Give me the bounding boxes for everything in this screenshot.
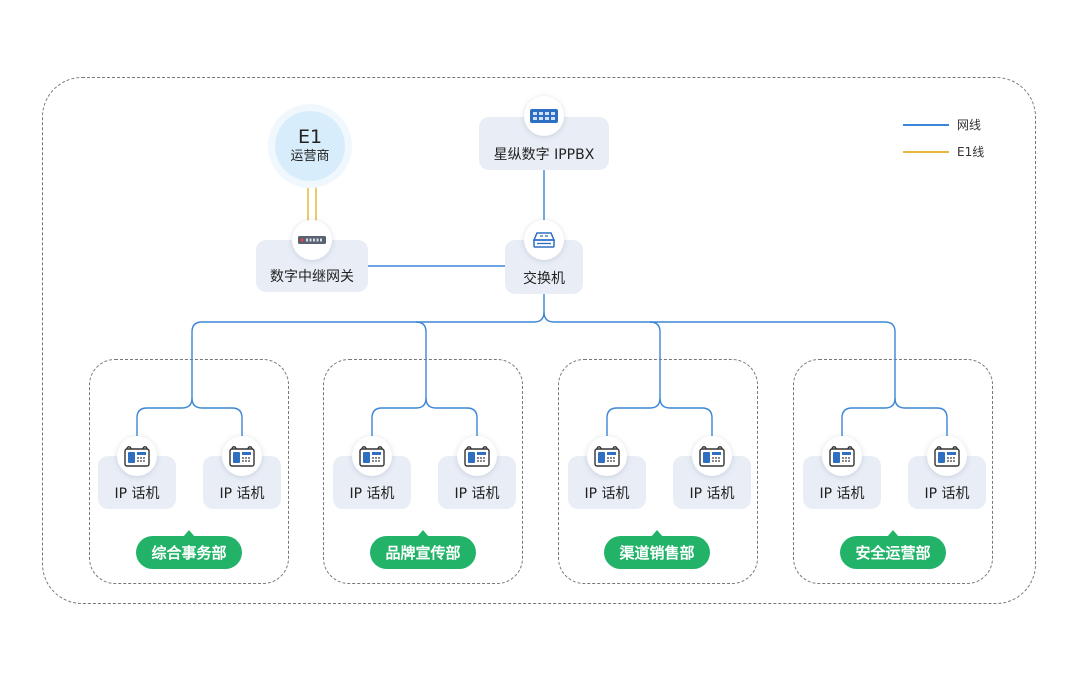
legend-e1: E1线 <box>903 143 984 160</box>
network-diagram-frame <box>42 77 1036 604</box>
gateway-label: 数字中继网关 <box>270 269 354 285</box>
ip-phone-label: IP 话机 <box>349 486 395 502</box>
pbx-label: 星纵数字 IPPBX <box>493 147 595 163</box>
ip-phone-label: IP 话机 <box>924 486 970 502</box>
ip-phone-label: IP 话机 <box>454 486 500 502</box>
ip-phone-label: IP 话机 <box>584 486 630 502</box>
dept-pill-3: 渠道销售部 <box>604 530 710 569</box>
bus-to-dept-2 <box>415 321 427 398</box>
legend-e1-swatch <box>903 150 949 153</box>
legend-network-swatch <box>903 123 949 126</box>
switch-icon <box>524 220 564 260</box>
bus-to-dept-4 <box>554 321 896 398</box>
ip-phone-icon <box>352 436 392 476</box>
ip-phone-icon <box>927 436 967 476</box>
ip-phone-icon <box>117 436 157 476</box>
switch-label: 交换机 <box>523 271 565 287</box>
e1-title: E1 <box>297 126 323 148</box>
dept-pill-1: 综合事务部 <box>136 530 242 569</box>
dept-pill-2: 品牌宣传部 <box>370 530 476 569</box>
ip-phone-label: IP 话机 <box>114 486 160 502</box>
legend-network: 网线 <box>903 116 981 133</box>
dept-box-3 <box>558 359 758 584</box>
dept-box-2 <box>323 359 523 584</box>
pbx-icon <box>524 96 564 136</box>
ip-phone-icon <box>222 436 262 476</box>
legend-network-label: 网线 <box>957 118 982 132</box>
switch-trunk-right <box>543 311 555 323</box>
bus-to-dept-3 <box>649 321 661 398</box>
legend-e1-label: E1线 <box>957 145 985 159</box>
dept-box-4 <box>793 359 993 584</box>
dept-pill-4: 安全运营部 <box>840 530 946 569</box>
ip-phone-label: IP 话机 <box>819 486 865 502</box>
ip-phone-label: IP 话机 <box>219 486 265 502</box>
ip-phone-icon <box>692 436 732 476</box>
ip-phone-icon <box>822 436 862 476</box>
ip-phone-icon <box>457 436 497 476</box>
e1-subtitle: 运营商 <box>290 149 330 164</box>
ip-phone-icon <box>587 436 627 476</box>
dept-box-1 <box>89 359 289 584</box>
e1-operator-node: E1 运营商 <box>268 104 352 188</box>
bus-to-dept-1 <box>191 321 534 398</box>
switch-trunk-left <box>533 294 545 323</box>
gateway-icon <box>292 220 332 260</box>
ip-phone-label: IP 话机 <box>689 486 735 502</box>
